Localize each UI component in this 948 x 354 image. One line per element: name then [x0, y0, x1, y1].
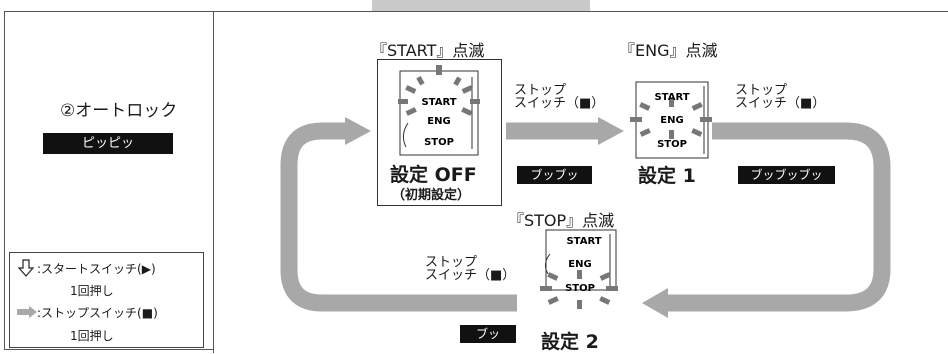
one-to-two-label-line2: スイッチ（■） — [735, 96, 826, 111]
arrow-head-two-to-off — [345, 117, 371, 145]
one-to-two-sound-badge: ブッブッブッ — [738, 166, 835, 184]
arrow-head-off-to-one — [598, 117, 624, 145]
setting-off-box — [377, 59, 502, 206]
keypad-stop-blink-icon: START ENG STOP — [540, 229, 618, 309]
frame-top-line — [214, 11, 948, 12]
arrow-two-to-off — [280, 122, 517, 312]
two-stop-text: STOP — [565, 283, 595, 294]
auto-lock-sound-badge: ピッピッ — [43, 133, 173, 154]
legend-stop-press: 1回押し — [70, 329, 114, 343]
legend-stop-switch: :ストップスイッチ(■) — [37, 306, 158, 320]
right-arrow-icon — [17, 306, 37, 318]
two-start-text: START — [566, 236, 601, 247]
legend-start-press: 1回押し — [70, 284, 114, 298]
off-stop-text: STOP — [424, 137, 454, 148]
off-eng-text: ENG — [427, 116, 450, 127]
legend-box: :スタートスイッチ(▶) 1回押し :ストップスイッチ(■) 1回押し — [9, 252, 204, 348]
one-eng-text: ENG — [660, 115, 683, 126]
stop-blink-label: 『STOP』点滅 — [508, 211, 615, 230]
off-start-text: START — [421, 97, 456, 108]
setting-off-label: 設定 OFF — [390, 164, 477, 186]
start-blink-label: 『START』点滅 — [371, 41, 485, 60]
off-to-one-label-line1: ストップ — [514, 83, 567, 98]
off-to-one-label-line2: スイッチ（■） — [514, 96, 605, 111]
top-tab-marker — [372, 0, 590, 11]
down-arrow-icon — [18, 259, 34, 277]
auto-lock-title: ②オートロック — [60, 101, 178, 121]
two-to-off-label-line2: スイッチ（■） — [425, 268, 516, 283]
legend-start-switch: :スタートスイッチ(▶) — [37, 262, 156, 276]
setting-one-label: 設定 1 — [638, 165, 696, 187]
off-to-one-sound-badge: ブッブッ — [517, 166, 592, 184]
two-eng-text: ENG — [568, 259, 591, 270]
one-stop-text: STOP — [657, 139, 687, 150]
setting-off-sublabel: （初期設定） — [392, 188, 471, 203]
two-to-off-sound-badge: ブッ — [460, 325, 516, 343]
keypad-eng-blink-icon: START ENG STOP — [630, 81, 712, 159]
setting-two-label: 設定 2 — [541, 331, 599, 353]
one-to-two-label-line1: ストップ — [735, 83, 788, 98]
panel-divider — [213, 11, 214, 353]
keypad-start-blink-icon: START ENG STOP — [398, 65, 480, 156]
one-start-text: START — [654, 92, 689, 103]
eng-blink-label: 『ENG』点滅 — [619, 41, 718, 60]
arrow-head-one-to-two — [642, 288, 668, 318]
left-panel-frame — [4, 11, 213, 350]
arrow-one-to-two — [665, 122, 891, 312]
two-to-off-label-line1: ストップ — [425, 255, 478, 270]
